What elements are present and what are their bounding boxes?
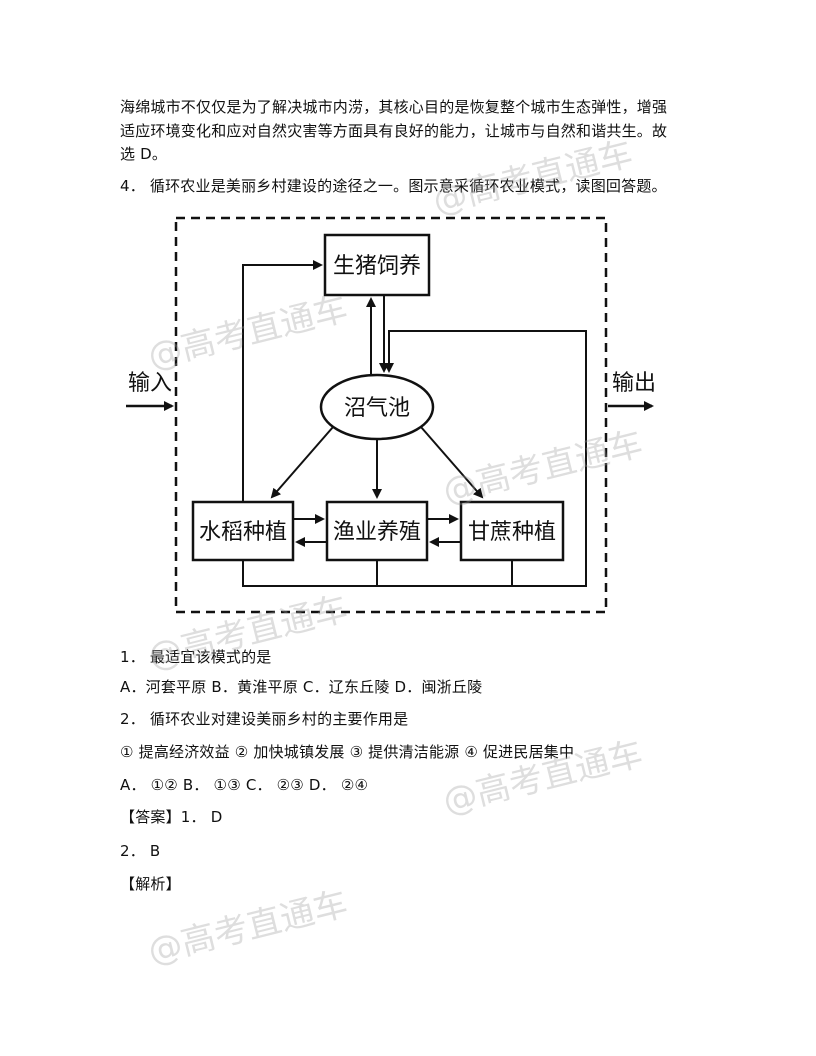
sub-question-1-options: A．河套平原 B．黄淮平原 C．辽东丘陵 D．闽浙丘陵 bbox=[120, 678, 483, 696]
system-boundary bbox=[174, 216, 608, 614]
paragraph-line-1: 海绵城市不仅仅是为了解决城市内涝，其核心目的是恢复整个城市生态弹性，增强 bbox=[120, 98, 668, 116]
loop-crops-to-biogas bbox=[242, 330, 587, 587]
sugarcane-label: 甘蔗种植 bbox=[468, 520, 556, 545]
paragraph-line-2: 适应环境变化和应对自然灾害等方面具有良好的能力，让城市与自然和谐共生。故 bbox=[120, 122, 668, 140]
sub-question-2-options: A． ①② B． ①③ C． ②③ D． ②④ bbox=[120, 776, 369, 794]
paragraph-line-3: 选 D。 bbox=[120, 145, 168, 163]
pig-label: 生猪饲养 bbox=[333, 254, 421, 279]
rice-label: 水稻种植 bbox=[199, 520, 287, 545]
sub-question-2: 2． 循环农业对建设美丽乡村的主要作用是 bbox=[120, 710, 409, 728]
biogas-label: 沼气池 bbox=[344, 396, 410, 421]
answer-line-2: 2． B bbox=[120, 842, 161, 860]
sugarcane-box bbox=[459, 500, 565, 562]
analysis-heading: 【解析】 bbox=[120, 875, 181, 893]
circular-agriculture-diagram: 生猪饲养 沼气池 水稻种植 渔业养殖 甘蔗种植 输入 输出 bbox=[120, 210, 680, 620]
fish-label: 渔业养殖 bbox=[333, 520, 421, 545]
rice-box bbox=[191, 500, 295, 562]
arrow-biogas-to-rice bbox=[270, 426, 334, 499]
arrow-biogas-to-sugarcane bbox=[420, 426, 484, 499]
answer-line-1: 【答案】1． D bbox=[120, 808, 223, 826]
pig-box bbox=[323, 233, 431, 297]
input-label: 输入 bbox=[128, 371, 172, 396]
sub-question-2-items: ① 提高经济效益 ② 加快城镇发展 ③ 提供清洁能源 ④ 促进民居集中 bbox=[120, 743, 575, 761]
output-label: 输出 bbox=[612, 371, 656, 396]
question-4-stem: 4． 循环农业是美丽乡村建设的途径之一。图示意采循环农业模式，读图回答题。 bbox=[120, 177, 667, 195]
sub-question-1: 1． 最适宜该模式的是 bbox=[120, 648, 272, 666]
arrow-rice-to-pig bbox=[242, 260, 323, 502]
